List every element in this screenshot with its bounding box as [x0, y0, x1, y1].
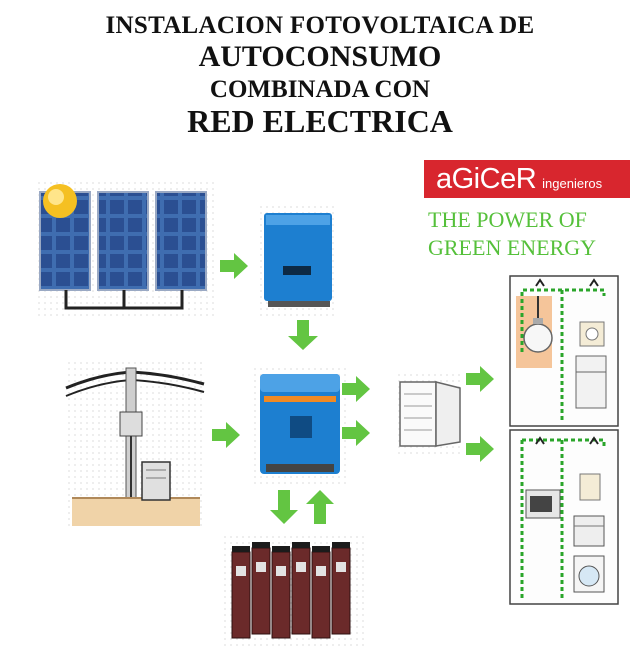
- arrow-panel-to-controller: [220, 253, 248, 279]
- title-line-3: COMBINADA CON: [209, 76, 431, 103]
- sun-icon: [43, 184, 77, 218]
- logo-main-text: aGiCeR: [436, 162, 537, 195]
- title-line-2: AUTOCONSUMO: [198, 40, 442, 73]
- light-bulb-icon: [523, 296, 553, 353]
- title-line-4: RED ELECTRICA: [187, 103, 453, 139]
- agicer-logo: aGiCeR ingenieros: [424, 160, 630, 198]
- arrow-inverter-to-board-2: [342, 420, 370, 446]
- tv-icon: [579, 473, 601, 501]
- logo-sub-text: ingenieros: [542, 175, 603, 191]
- battery-bank-icon: [224, 534, 364, 646]
- arrow-board-to-lighting: [466, 366, 494, 392]
- fridge-icon: [575, 355, 607, 409]
- arrow-battery-to-inverter: [306, 490, 334, 524]
- slogan-line-2: GREEN ENERGY: [428, 235, 597, 260]
- charge-controller-icon: [258, 205, 338, 317]
- socket-icon: [579, 321, 605, 347]
- arrow-board-to-appliances: [466, 436, 494, 462]
- arrow-controller-to-inverter: [288, 320, 318, 350]
- meter-box-icon: [141, 461, 171, 501]
- arrow-inverter-to-battery: [270, 490, 298, 524]
- washing-machine-icon: [573, 555, 605, 593]
- utility-pole-icon: [64, 358, 205, 528]
- title-line-1: INSTALACION FOTOVOLTAICA DE: [105, 12, 535, 39]
- arrow-inverter-to-board-1: [342, 376, 370, 402]
- oven-icon: [525, 489, 605, 547]
- distribution-board-icon: [396, 374, 464, 458]
- arrow-grid-to-inverter: [212, 422, 240, 448]
- inverter-charger-icon: [254, 366, 346, 484]
- slogan-line-1: THE POWER OF: [428, 207, 587, 232]
